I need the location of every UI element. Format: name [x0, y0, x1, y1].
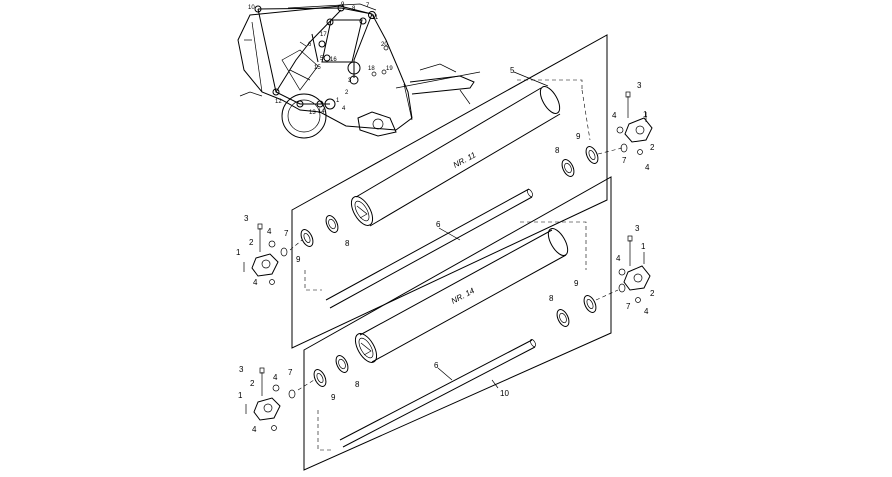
panel-nr-11: NR. 11 5 6 9 8 3 4 7 2 1 4 9 8 3 4 1 7 2…	[236, 34, 655, 349]
machine-label: 15	[314, 65, 321, 71]
part-number: 2	[650, 143, 655, 152]
part-number: 7	[284, 229, 289, 238]
shaft	[339, 339, 536, 448]
machine-label: 13	[309, 110, 316, 116]
part-number: 4	[616, 254, 621, 263]
machine-label: 2	[345, 90, 349, 96]
part-number: 6	[436, 220, 441, 229]
part-number: 2	[249, 238, 254, 247]
part-number: 4	[612, 111, 617, 120]
part-number: 4	[253, 278, 258, 287]
bearing-right	[561, 146, 599, 177]
part-number: 8	[355, 380, 360, 389]
part-number: 4	[644, 307, 649, 316]
machine-label: 14	[318, 109, 325, 115]
part-number: 9	[576, 132, 581, 141]
part-number: 8	[345, 239, 350, 248]
part-number: 3	[244, 214, 249, 223]
machine-label: 6	[308, 42, 312, 48]
machine-label: 20	[381, 42, 388, 48]
part-number: 1	[236, 248, 241, 257]
part-number: 9	[574, 279, 579, 288]
panel-frame	[291, 34, 608, 349]
machine-label: 1	[336, 98, 340, 104]
part-number: 3	[239, 365, 244, 374]
part-number: 2	[650, 289, 655, 298]
machine-label: 11	[372, 15, 379, 21]
part-number: 3	[635, 224, 640, 233]
part-number: 1	[643, 110, 648, 119]
panel-frame	[303, 176, 612, 471]
machine-label: 19	[386, 66, 393, 72]
machine-label: 5	[320, 56, 324, 62]
flange-housing-left	[245, 367, 315, 431]
part-number: 4	[645, 163, 650, 172]
flange-housing-right	[597, 91, 653, 155]
machine-overview: 10 9 8 7 17 11 6 20 15 16 5 3 18 19 2 1 …	[237, 2, 481, 139]
machine-label: 12	[275, 99, 282, 105]
part-number: 4	[252, 425, 257, 434]
flange-housing-left	[243, 223, 303, 285]
machine-label: 17	[320, 32, 327, 38]
machine-label: 4	[342, 106, 346, 112]
part-number: 8	[549, 294, 554, 303]
machine-label: 10	[248, 5, 255, 11]
machine-label: 18	[368, 66, 375, 72]
part-number: 1	[641, 242, 646, 251]
part-number: 4	[273, 373, 278, 382]
machine-label: 9	[341, 2, 345, 8]
part-number: 6	[434, 361, 439, 370]
part-number: 3	[637, 81, 642, 90]
flange-housing-right	[595, 235, 651, 303]
part-number: 8	[555, 146, 560, 155]
panel-title: NR. 11	[452, 150, 478, 169]
part-number: 9	[331, 393, 336, 402]
panel-nr-14: NR. 14 6 10 9 8 3 4 7 2 1 4 9 8 3 4 1 7 …	[238, 176, 655, 471]
bearing-right	[556, 295, 597, 327]
part-number: 10	[500, 389, 509, 398]
machine-label: 7	[366, 3, 370, 9]
shaft	[325, 188, 533, 309]
machine-label: 16	[330, 57, 337, 63]
part-number: 9	[296, 255, 301, 264]
machine-label: 8	[352, 6, 356, 12]
roller-tube	[354, 228, 569, 363]
panel-title: NR. 14	[450, 286, 477, 306]
part-number: 7	[626, 302, 631, 311]
part-number: 7	[288, 368, 293, 377]
bearing-left	[300, 215, 339, 247]
machine-label: 3	[348, 78, 352, 84]
part-number: 4	[267, 227, 272, 236]
part-number: 2	[250, 379, 255, 388]
roller-tube	[350, 86, 561, 227]
part-number: 7	[622, 156, 627, 165]
part-number: 1	[238, 391, 243, 400]
part-number: 5	[510, 66, 515, 75]
bearing-left	[313, 355, 349, 387]
